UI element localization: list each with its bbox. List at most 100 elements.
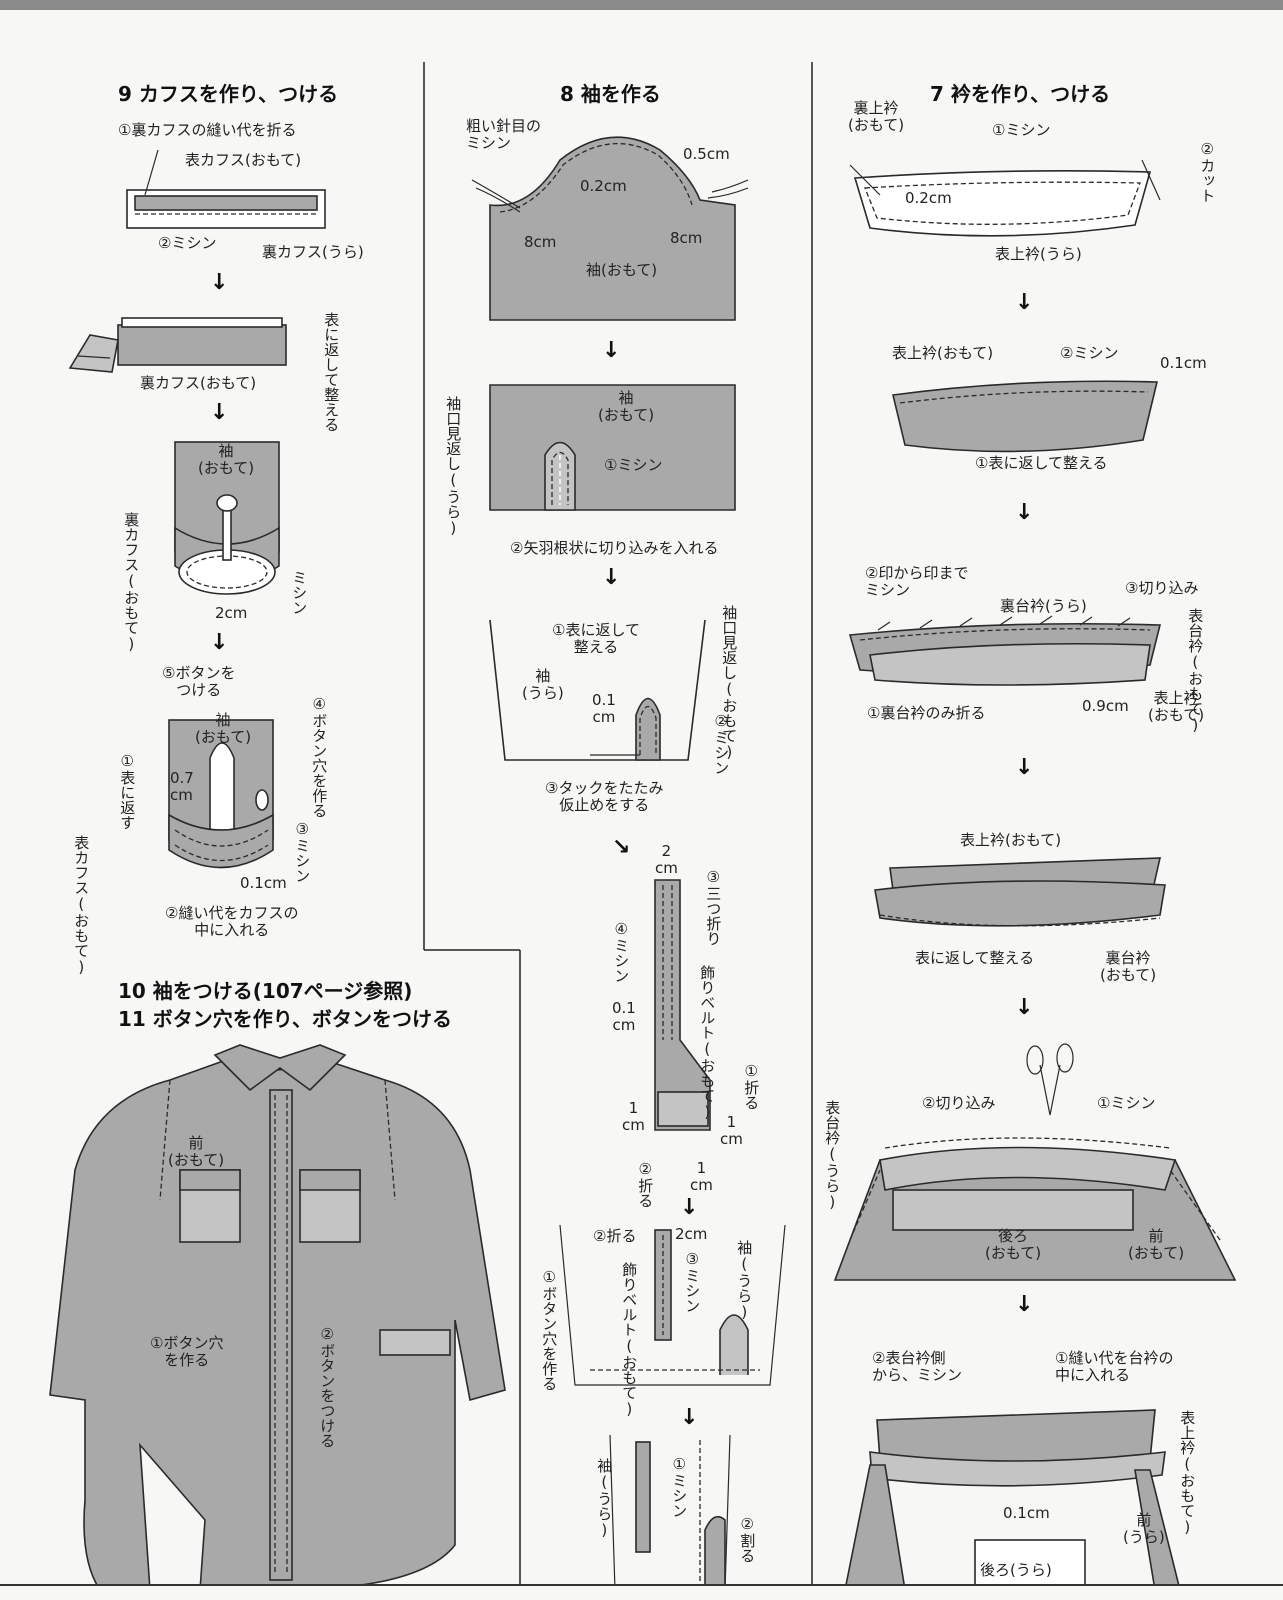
collar-s5-cut: ②切り込み [922,1094,996,1112]
iron-icon [68,334,119,373]
collar-title: 7 衿を作り、つける [930,82,1111,106]
collar-s5-band: 表台衿(うら) [823,1100,842,1211]
collar-s3-band: 表台衿(おもて) [1186,608,1205,734]
shirt-front: 前 (おもて) [168,1134,225,1170]
sleeve-s1-coarse: 粗い針目の ミシン [466,117,542,153]
sleeve-s6-split: ②割る [738,1515,757,1563]
arrow-down-icon: ↓ [210,270,229,295]
collar-s3-outer: 表上衿 (おもて) [1148,689,1205,725]
collar-step1-drawing [849,159,1161,237]
collar-s2-turn: ①表に返して整える [975,454,1108,472]
collar-s5-back: 後ろ (おもて) [985,1227,1042,1263]
cuff-s4-07cm: 0.7 cm [170,769,194,805]
sleeve-s4-1cm-right: 1 cm [720,1113,743,1149]
sleeve-s4-1cm-left: 1 cm [622,1099,645,1135]
sleeve-s2-sew: ①ミシン [604,456,663,474]
collar-s4-turn: 表に返して整える [915,949,1035,967]
sleeve-s5-hole: ①ボタン穴を作る [540,1268,559,1391]
sleeve-s5-2cm: 2cm [675,1225,708,1243]
collar-s2-outer: 表上衿(おもて) [892,344,994,362]
top-edge [0,0,1283,10]
collar-step2-drawing [892,380,1159,453]
collar-s5-sew: ①ミシン [1097,1094,1156,1112]
cuff-s4-hole: ④ボタン穴を作る [310,695,329,818]
collar-s5-front: 前 (おもて) [1128,1227,1185,1263]
arrow-diagonal-icon: ↘ [612,835,631,860]
sleeve-s5-belt: 飾りベルト(おもて) [620,1262,639,1418]
sleeve-step3-drawing [489,619,706,761]
arrow-down-icon: ↓ [1015,1292,1034,1317]
collar-s6-sew: ②表台衿側 から、ミシン [872,1349,963,1385]
arrow-down-icon: ↓ [210,400,229,425]
cuff-s3-sew: ミシン [290,570,309,615]
sleeve-s3-facing: 袖口見返し(おもて) [720,605,739,761]
sleeve-s3-sew: ②ミシン [712,712,731,775]
sleeve-s4-1cm-bottom: 1 cm [690,1159,713,1195]
cuff-step2-drawing [68,317,287,373]
sleeve-s5-sew: ③ミシン [683,1250,702,1313]
cuff-s4-turn: ①表に返す [118,752,137,830]
sleeve-step5-drawing [559,1224,786,1386]
arrow-down-icon: ↓ [1015,755,1034,780]
sleeve-s4-fold2: ②折る [636,1160,655,1208]
collar-s2-01cm: 0.1cm [1160,354,1207,372]
sleeve-s3-01cm: 0.1 cm [592,691,616,727]
sleeve-s4-01cm: 0.1 cm [612,999,636,1035]
scissors-icon [1039,1064,1061,1116]
sleeve-s3-turn: ①表に返して 整える [552,621,640,657]
sleeve-s4-fold1: ①折る [742,1062,761,1110]
collar-s1-cut: ②カット [1198,140,1217,203]
cuff-step1-drawing [126,149,326,229]
cuff-s1-inner: 裏カフス(うら) [262,243,364,261]
collar-s3-sew: ②印から印まで ミシン [865,564,969,600]
bottom-edge [0,1584,1283,1600]
sleeve-s6-sew: ①ミシン [670,1455,689,1518]
sleeve-s2-sleeve: 袖 (おもて) [598,389,655,425]
cuff-s4-seam: ②縫い代をカフスの 中に入れる [165,904,299,940]
collar-s3-09cm: 0.9cm [1082,697,1129,715]
collar-s1-sew: ①ミシン [992,121,1051,139]
shirt-title-2: 11 ボタン穴を作り、ボタンをつける [118,1007,452,1031]
arrow-down-icon: ↓ [680,1405,699,1430]
collar-s2-sew: ②ミシン [1060,344,1119,362]
cuff-s1-sew: ②ミシン [158,234,217,252]
collar-s1-under: 裏上衿 (おもて) [848,99,905,135]
collar-s1-outer: 表上衿(うら) [995,245,1082,263]
collar-s3-fold: ①裏台衿のみ折る [867,704,986,722]
sleeve-s1-02cm: 0.2cm [580,177,627,195]
sleeve-s1-05cm: 0.5cm [683,145,730,163]
cuff-s4-button: ⑤ボタンを つける [162,664,236,700]
collar-s4-inner: 裏台衿 (おもて) [1100,949,1157,985]
arrow-down-icon: ↓ [1015,500,1034,525]
sleeve-s4-belt: 飾りベルト(おもて) [698,965,717,1121]
sleeve-s1-sleeve: 袖(おもて) [586,261,658,279]
arrow-down-icon: ↓ [210,630,229,655]
collar-s6-01cm: 0.1cm [1003,1504,1050,1522]
collar-s6-back: 後ろ(うら) [980,1561,1052,1579]
arrow-down-icon: ↓ [1015,995,1034,1020]
sleeve-step2-drawing [489,384,736,511]
cuffs-title: 9 カフスを作り、つける [118,82,339,106]
collar-s3-inner: 裏台衿(うら) [1000,597,1087,615]
shirt-title-1: 10 袖をつける(107ページ参照) [118,979,413,1003]
collar-step4-drawing [874,857,1166,927]
sleeve-s6-sleeve: 袖(うら) [595,1458,614,1539]
collar-s4-outer: 表上衿(おもて) [960,831,1062,849]
cuff-s4-sew: ③ミシン [293,820,312,883]
arrow-down-icon: ↓ [602,565,621,590]
cuff-step4-drawing [168,719,274,869]
collar-s6-outer: 表上衿(おもて) [1178,1410,1197,1536]
sleeve-s3-tuck: ③タックをたたみ 仮止めをする [545,779,664,815]
collar-s3-cut: ③切り込み [1125,579,1199,597]
cuff-s3-sleeve: 袖 (おもて) [198,442,255,478]
sleeve-s5-sleeve: 袖(うら) [735,1240,754,1321]
sleeve-s1-8cm-right: 8cm [670,229,703,247]
shirt-button: ②ボタンをつける [318,1325,337,1448]
collar-s1-02cm: 0.2cm [905,189,952,207]
sleeve-s2-cut: ②矢羽根状に切り込みを入れる [510,539,719,557]
cuff-s4-outer: 表カフス(おもて) [72,835,91,976]
collar-s6-seam: ①縫い代を台衿の 中に入れる [1055,1349,1174,1385]
sleeve-s4-sew: ④ミシン [612,920,631,983]
arrow-down-icon: ↓ [602,338,621,363]
